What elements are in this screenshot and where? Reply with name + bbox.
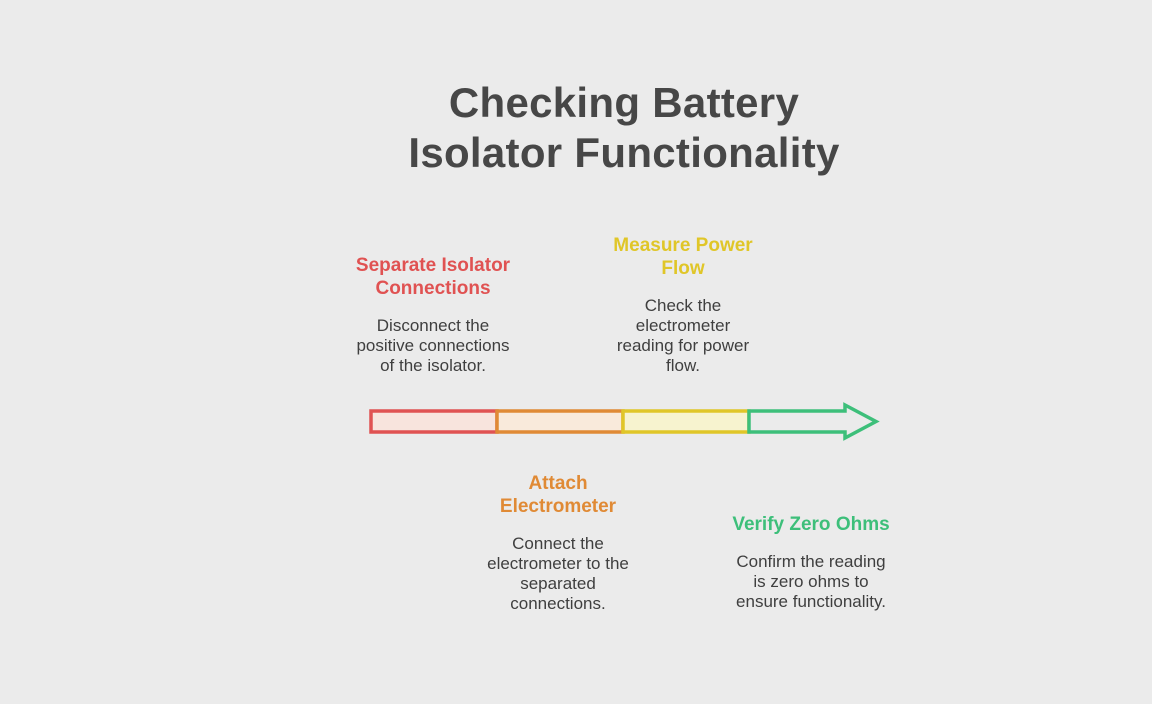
step-title-line: Attach xyxy=(528,473,588,494)
step-verify-zero-ohms: Verify Zero Ohms Confirm the reading is … xyxy=(696,513,926,612)
step-description: Confirm the reading is zero ohms to ensu… xyxy=(696,552,926,612)
step-desc-line: connections. xyxy=(510,594,606,613)
step-title-line: Separate Isolator xyxy=(355,255,511,276)
step-desc-line: Confirm the reading xyxy=(736,552,886,571)
step-desc-line: electrometer xyxy=(635,316,731,335)
step-description: Connect the electrometer to the separate… xyxy=(448,534,668,614)
step-description: Check the electrometer reading for power… xyxy=(573,296,793,376)
step-separate-isolator: Separate Isolator Connections Disconnect… xyxy=(323,254,543,376)
step-title: Verify Zero Ohms xyxy=(696,513,926,536)
timeline-arrowhead-verify xyxy=(747,402,880,441)
step-description: Disconnect the positive connections of t… xyxy=(323,316,543,376)
title-line: Isolator Functionality xyxy=(408,129,840,176)
step-attach-electrometer: Attach Electrometer Connect the electrom… xyxy=(448,472,668,614)
step-measure-power-flow: Measure Power Flow Check the electromete… xyxy=(573,234,793,376)
step-title-line: Connections xyxy=(375,278,491,299)
step-desc-line: of the isolator. xyxy=(380,356,486,375)
step-title-line: Verify Zero Ohms xyxy=(732,514,890,535)
step-desc-line: is zero ohms to xyxy=(753,572,869,591)
timeline-segment-measure xyxy=(621,409,751,434)
step-title: Attach Electrometer xyxy=(448,472,668,518)
step-desc-line: Disconnect the xyxy=(376,316,490,335)
step-title-line: Measure Power xyxy=(613,235,753,256)
step-desc-line: Check the xyxy=(644,296,722,315)
timeline-segment-attach xyxy=(495,409,625,434)
step-title-line: Electrometer xyxy=(499,496,617,517)
step-desc-line: reading for power xyxy=(616,336,750,355)
timeline-segment-separate xyxy=(369,409,499,434)
page-title: Checking Battery Isolator Functionality xyxy=(324,78,924,178)
step-desc-line: electrometer to the xyxy=(487,554,629,573)
title-line: Checking Battery xyxy=(448,79,800,126)
step-desc-line: flow. xyxy=(665,356,701,375)
step-desc-line: separated xyxy=(520,574,596,593)
step-title-line: Flow xyxy=(661,258,705,279)
step-desc-line: ensure functionality. xyxy=(736,592,886,611)
step-desc-line: positive connections xyxy=(356,336,510,355)
step-desc-line: Connect the xyxy=(512,534,604,553)
step-title: Separate Isolator Connections xyxy=(323,254,543,300)
step-title: Measure Power Flow xyxy=(573,234,793,280)
